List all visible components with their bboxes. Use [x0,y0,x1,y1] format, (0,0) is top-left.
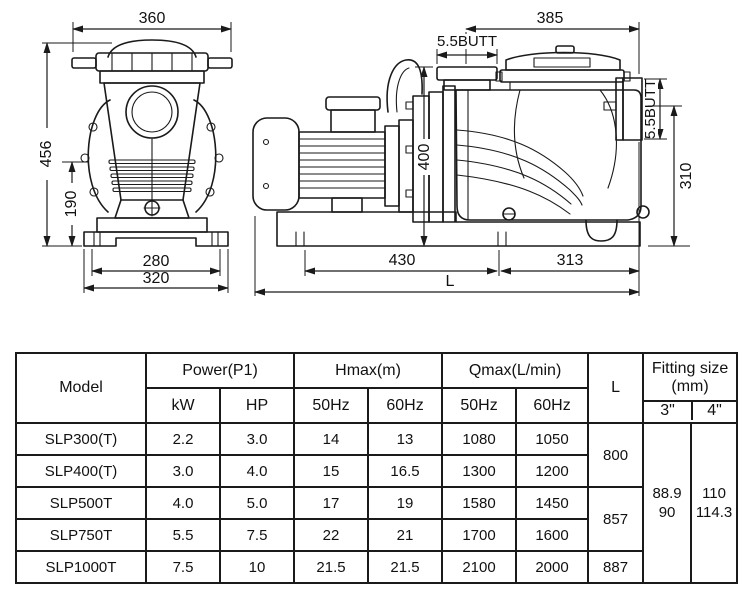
pump-dimension-drawing: 360 456 190 280 320 [38,10,695,296]
fitting-4in-cell: 110 114.3 [690,422,739,584]
hmax60-cell: 16.5 [367,454,444,488]
hp-cell: 4.0 [218,454,296,488]
hmax50-cell: 22 [293,518,370,552]
col-power: Power(P1) [144,352,296,389]
col-hp: HP [218,387,296,424]
hp-cell: 10 [218,550,296,584]
dim-pump-length: 313 [557,252,584,269]
dim-flange-height: 400 [416,144,433,171]
spec-row: SLP300(T) 2.2 3.0 14 13 1080 1050 800 88… [15,422,739,584]
qmax60-cell: 1450 [515,486,590,520]
qmax60-cell: 1600 [515,518,590,552]
model-cell: SLP1000T [15,550,147,584]
dim-inlet-size: 5.5BUTT [437,33,497,50]
hmax50-cell: 14 [293,422,370,456]
hp-cell: 3.0 [218,422,296,456]
col-l: L [587,352,645,424]
dim-side-body-width: 385 [537,10,564,27]
hmax50-cell: 15 [293,454,370,488]
hp-cell: 5.0 [218,486,296,520]
kw-cell: 4.0 [145,486,221,520]
qmax50-cell: 1300 [441,454,518,488]
col-fitting-4in: 4" [707,401,722,419]
l-cell: 857 [587,486,645,552]
spec-row: SLP1000T 7.5 10 21.5 21.5 2100 2000 887 [15,550,737,584]
fitting-3in-cell: 88.9 90 [642,422,693,584]
qmax50-cell: 2100 [441,550,518,584]
dim-motor-length: 430 [389,252,416,269]
l-cell: 800 [587,422,645,488]
col-qmax-50hz: 50Hz [441,387,518,424]
fitting-size-title: Fitting size (mm) [644,357,737,402]
hmax50-cell: 17 [293,486,370,520]
hp-cell: 7.5 [218,518,296,552]
dim-front-total-height: 456 [38,141,55,168]
col-qmax: Qmax(L/min) [441,352,590,389]
kw-cell: 7.5 [145,550,221,584]
kw-cell: 3.0 [145,454,221,488]
hmax50-cell: 21.5 [293,550,370,584]
dim-front-base-height: 190 [63,191,80,218]
col-fitting-3in: 3" [644,401,694,420]
col-qmax-60hz: 60Hz [515,387,590,424]
hmax60-cell: 21.5 [367,550,444,584]
spec-row: SLP500T 4.0 5.0 17 19 1580 1450 857 [15,486,737,552]
kw-cell: 5.5 [145,518,221,552]
kw-cell: 2.2 [145,422,221,456]
model-cell: SLP750T [15,518,147,552]
dim-total-length: L [446,273,455,290]
spec-table: Model Power(P1) Hmax(m) Qmax(L/min) L Fi… [15,352,739,584]
pump-drawing-svg: 360 456 190 280 320 [38,10,695,296]
qmax60-cell: 2000 [515,550,590,584]
l-cell: 887 [587,550,645,584]
col-hmax-60hz: 60Hz [367,387,444,424]
col-hmax: Hmax(m) [293,352,444,389]
model-cell: SLP300(T) [15,422,147,456]
hmax60-cell: 13 [367,422,444,456]
hmax60-cell: 19 [367,486,444,520]
hmax60-cell: 21 [367,518,444,552]
model-cell: SLP400(T) [15,454,147,488]
col-kw: kW [145,387,221,424]
qmax60-cell: 1200 [515,454,590,488]
front-view: 360 456 190 280 320 [38,10,233,293]
qmax60-cell: 1050 [515,422,590,456]
dim-front-foot-inner: 280 [143,253,170,270]
dim-front-foot-outer: 320 [143,270,170,287]
dim-outlet-height: 310 [678,163,695,190]
model-cell: SLP500T [15,486,147,520]
side-view: 385 5.5BUTT 400 5.5BUTT 310 430 313 L [252,10,695,296]
col-hmax-50hz: 50Hz [293,387,370,424]
spec-row: SLP400(T) 3.0 4.0 15 16.5 1300 1200 [15,454,737,488]
qmax50-cell: 1080 [441,422,518,456]
qmax50-cell: 1700 [441,518,518,552]
dim-front-top-width: 360 [139,10,166,27]
spec-row: SLP750T 5.5 7.5 22 21 1700 1600 [15,518,737,552]
col-fitting-size: Fitting size (mm) 3" 4" [642,352,739,424]
dim-outlet-size: 5.5BUTT [642,79,659,139]
col-model: Model [15,352,147,424]
qmax50-cell: 1580 [441,486,518,520]
